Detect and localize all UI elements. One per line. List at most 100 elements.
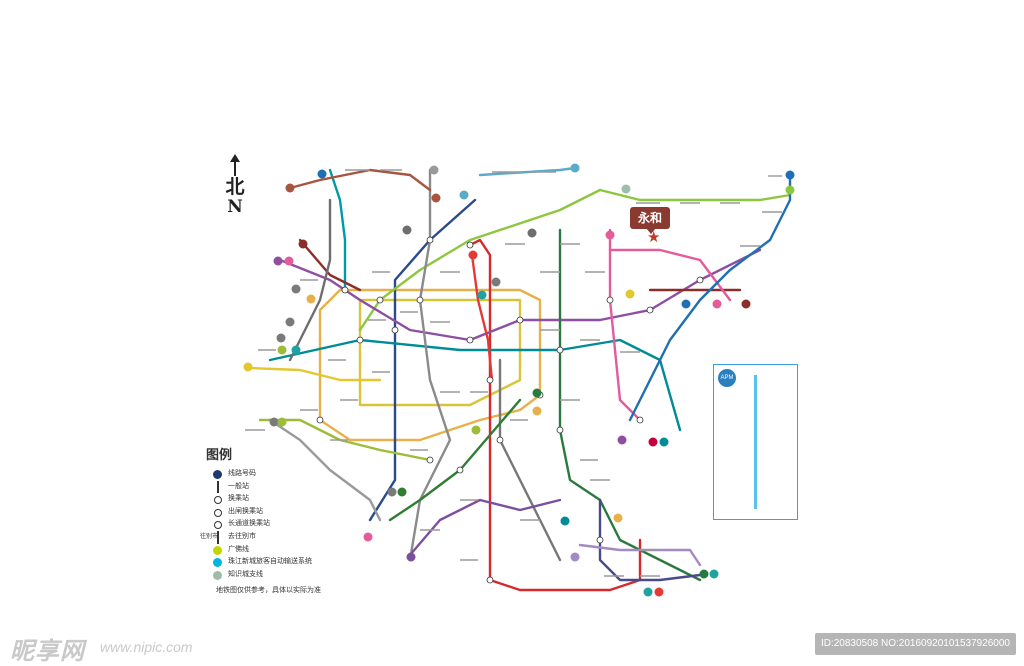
line-badge — [306, 294, 316, 304]
line-badge — [269, 417, 279, 427]
legend-title: 图例 — [206, 447, 233, 462]
line-pink-route — [608, 228, 642, 422]
line-badge — [613, 513, 623, 523]
star-icon: ★ — [647, 229, 661, 246]
station-node — [646, 306, 654, 314]
legend-item-label: 去往别市 — [228, 532, 256, 540]
line-badge — [363, 532, 373, 542]
line-badge — [527, 228, 537, 238]
line-badge — [785, 170, 795, 180]
stations — [316, 236, 704, 584]
arrow-down-icon — [217, 530, 219, 544]
line-badge — [699, 569, 709, 579]
apm-badge: APM — [718, 369, 736, 387]
line-badge — [621, 184, 631, 194]
line-darkgreen-route — [558, 228, 702, 582]
legend-item: 珠江新城旅客自动输送系统 — [200, 556, 350, 569]
line-badge — [570, 552, 580, 562]
line-red-route-2 — [470, 253, 494, 382]
line-badge — [459, 190, 469, 200]
line-badge — [285, 183, 295, 193]
station-node — [496, 436, 504, 444]
line-darkgreen-route-2 — [388, 398, 522, 522]
line-badge — [273, 256, 283, 266]
station-dot-icon — [214, 496, 222, 505]
line-green-route — [598, 188, 792, 202]
line-badge — [284, 256, 294, 266]
line-badge — [617, 435, 627, 445]
line-red-route — [468, 238, 642, 592]
map-legend: 图例 线路号码一般站换乘站出闸换乘站长通道换乘站去往别市往别市广佛线珠江新城旅客… — [200, 444, 350, 595]
line-badge — [276, 333, 286, 343]
north-arrow-icon — [230, 154, 240, 176]
line-badge — [654, 587, 664, 597]
station-tick-icon — [217, 480, 219, 494]
line-badge — [570, 163, 580, 173]
legend-swatch-icon — [213, 545, 222, 555]
line-badge — [643, 587, 653, 597]
station-node — [516, 316, 524, 324]
line-purple-route-2 — [408, 498, 562, 557]
line-badge — [681, 299, 691, 309]
station-node — [316, 416, 324, 424]
line-badge — [429, 165, 439, 175]
line-badge — [491, 277, 501, 287]
north-label-en: N — [227, 197, 243, 217]
legend-item: 长通道换乘站 — [200, 518, 350, 531]
legend-item: 出闸换乘站 — [200, 506, 350, 519]
legend-item: 知识城支线 — [200, 569, 350, 582]
line-badge — [291, 345, 301, 355]
line-pink-route-2 — [608, 248, 732, 302]
line-badge — [785, 185, 795, 195]
line-badge — [659, 437, 669, 447]
legend-item-label: 线路号码 — [228, 470, 256, 477]
line-gray-route-3 — [268, 418, 382, 522]
station-node — [341, 286, 349, 294]
station-node — [606, 296, 614, 304]
line-badge — [317, 169, 327, 179]
line-badge — [243, 362, 253, 372]
station-node — [466, 336, 474, 344]
station-node — [456, 466, 464, 474]
line-badge — [397, 487, 407, 497]
line-gray-route-2 — [498, 358, 562, 562]
station-label-marks — [245, 169, 782, 577]
station-node — [391, 326, 399, 334]
legend-swatch-icon — [213, 558, 222, 568]
watermark-id: ID:20830508 NO:20160920101537926000 — [814, 633, 1016, 655]
legend-item: 广佛线 — [200, 544, 350, 557]
legend-item-label: 长通道换乘站 — [228, 520, 270, 528]
station-node — [636, 416, 644, 424]
route-lines — [248, 166, 792, 592]
legend-item-label: 出闸换乘站 — [228, 507, 263, 515]
line-badge — [277, 417, 287, 427]
station-node — [596, 536, 604, 544]
line-lightblue-route — [478, 166, 577, 177]
apm-route-line — [754, 375, 757, 509]
station-dot-icon — [214, 508, 222, 517]
line-teal-route — [328, 168, 347, 292]
legend-note: 地铁图仅供参考，具体以实际为准 — [216, 587, 321, 595]
line-badge — [298, 239, 308, 249]
station-node — [426, 236, 434, 244]
line-blue-route — [628, 173, 792, 422]
line-badge — [560, 516, 570, 526]
line-badge — [712, 299, 722, 309]
station-node — [376, 296, 384, 304]
line-badge — [387, 487, 397, 497]
line-badge — [532, 406, 542, 416]
location-callout[interactable]: 永和 — [630, 207, 670, 234]
north-label-zh: 北 — [225, 176, 245, 198]
line-badge — [402, 225, 412, 235]
legend-item: 换乘站 — [200, 493, 350, 506]
watermark-bar: 昵享网 www.nipic.com ID:20830508 NO:2016092… — [0, 631, 1024, 665]
line-badge — [741, 299, 751, 309]
legend-item-label: 广佛线 — [228, 545, 249, 553]
line-orange-route — [318, 288, 542, 442]
station-node — [426, 456, 434, 464]
station-node — [486, 376, 494, 384]
legend-swatch-icon — [213, 470, 222, 479]
line-darkred-route — [298, 238, 362, 292]
line-badge — [468, 250, 478, 260]
